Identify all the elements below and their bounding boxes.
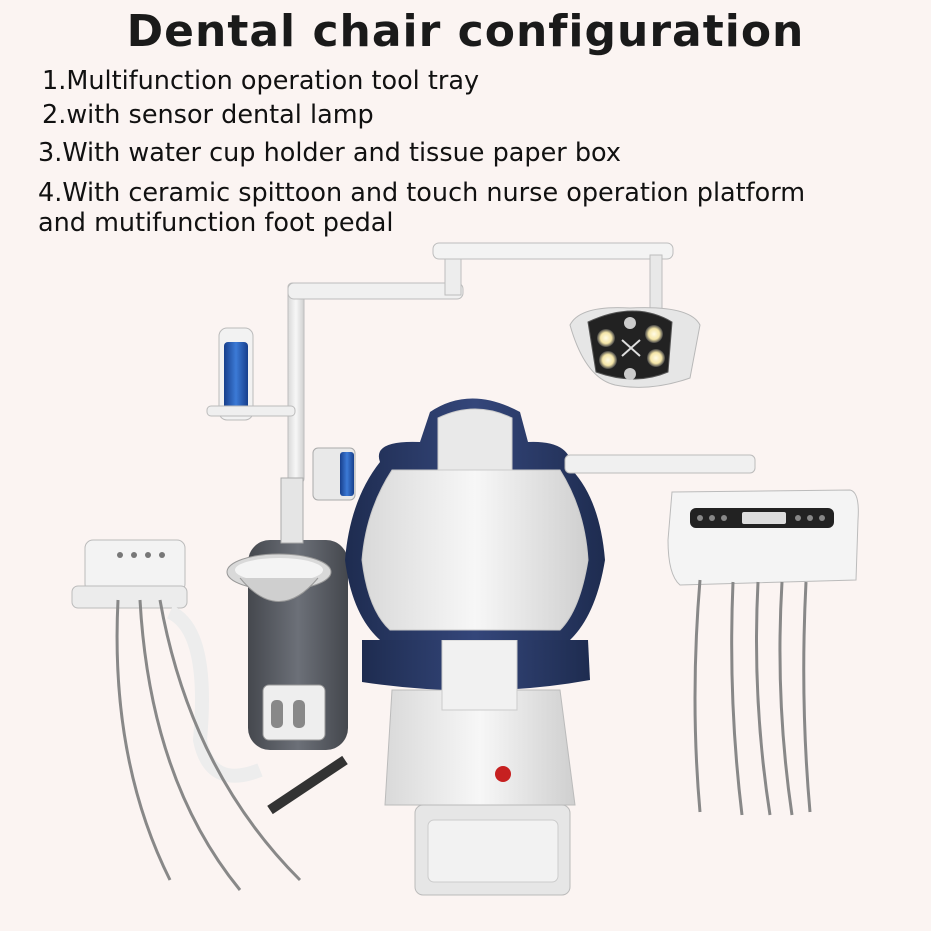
feature-spittoon-platform: 4.With ceramic spittoon and touch nurse …: [38, 178, 806, 208]
chair-backrest: [345, 398, 605, 640]
chair-seat: [362, 639, 590, 711]
feature-tool-tray: 1.Multifunction operation tool tray: [42, 66, 480, 96]
page-title: Dental chair configuration: [126, 6, 805, 57]
feature-water-cup-holder: 3.With water cup holder and tissue paper…: [38, 138, 621, 168]
sensor-dental-lamp: [569, 307, 701, 388]
multifunction-tool-tray: [564, 454, 859, 816]
lamp-arm: [287, 242, 674, 484]
ceramic-spittoon: [226, 477, 348, 750]
nurse-operation-platform: [71, 539, 302, 891]
chair-base: [267, 689, 576, 896]
feature-dental-lamp: 2.with sensor dental lamp: [42, 100, 374, 130]
tissue-paper-box: [312, 447, 356, 501]
water-cup-holder: [206, 327, 296, 421]
feature-foot-pedal: and mutifunction foot pedal: [38, 208, 394, 238]
